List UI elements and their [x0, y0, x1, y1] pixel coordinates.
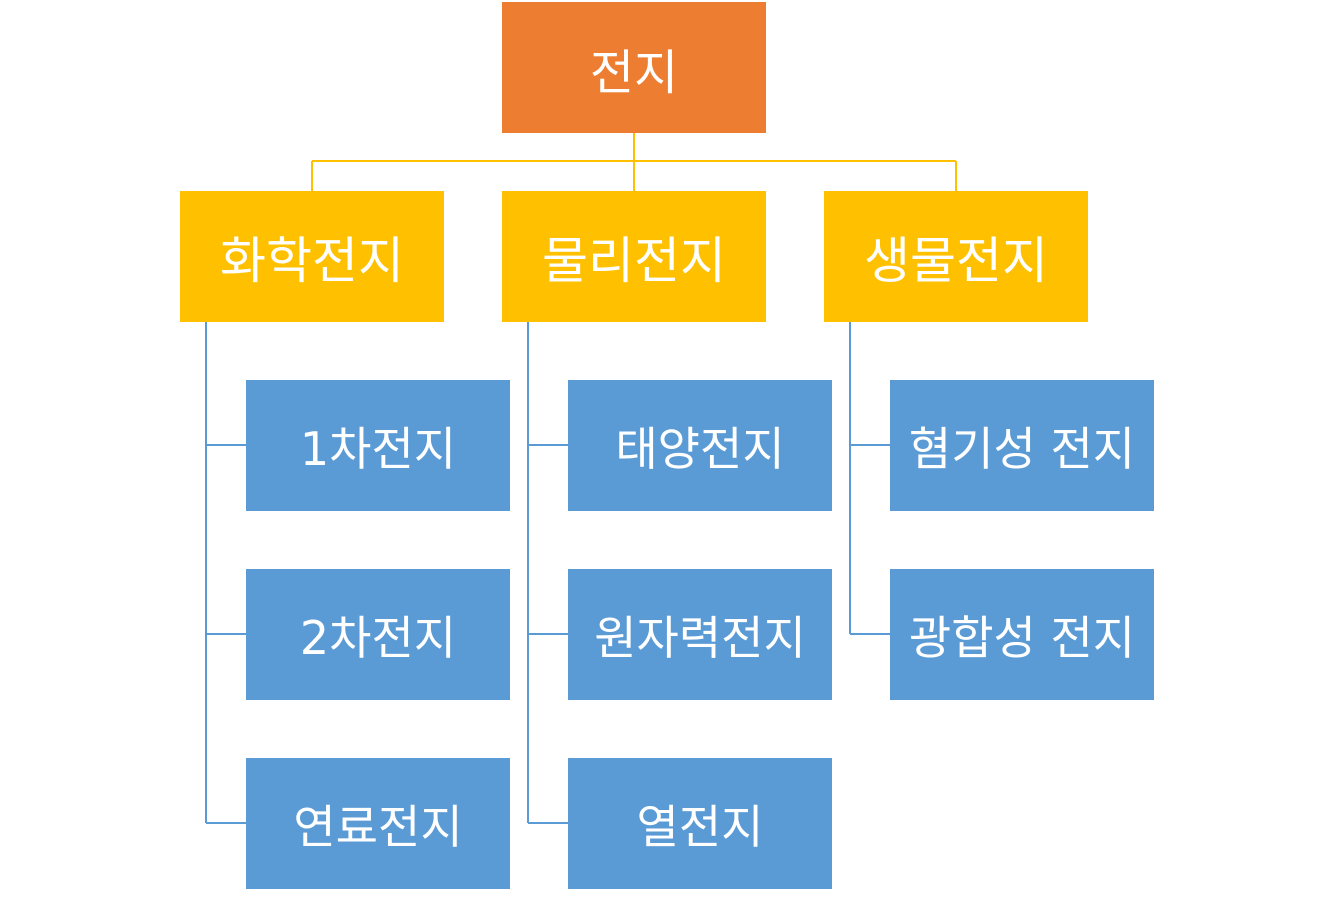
item-node-nuclear-battery: 원자력전지: [568, 569, 832, 700]
item-node-thermal-battery: 열전지: [568, 758, 832, 889]
branch-connectors: [205, 322, 890, 824]
item-node-primary-battery: 1차전지: [246, 380, 510, 511]
item-node-anaerobic-cell: 혐기성 전지: [890, 380, 1154, 511]
category-node-physical: 물리전지: [502, 191, 766, 322]
root-node: 전지: [502, 2, 766, 133]
item-node-solar-cell: 태양전지: [568, 380, 832, 511]
item-node-fuel-cell: 연료전지: [246, 758, 510, 889]
category-node-chemical: 화학전지: [180, 191, 444, 322]
category-node-biological: 생물전지: [824, 191, 1088, 322]
item-node-secondary-battery: 2차전지: [246, 569, 510, 700]
item-node-photosynthetic-cell: 광합성 전지: [890, 569, 1154, 700]
root-connectors: [311, 133, 957, 191]
